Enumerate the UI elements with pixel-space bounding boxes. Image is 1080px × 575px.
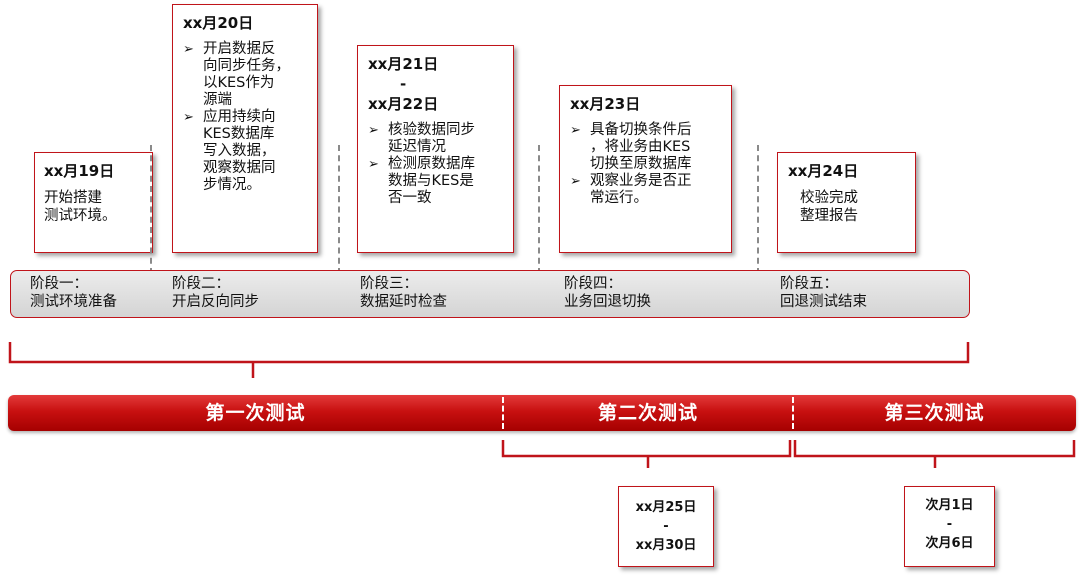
- callout-day21-22: xx月21日 - xx月22日 核验数据同步 延迟情况 检测原数据库 数据与KE…: [357, 45, 514, 253]
- bullet-line: 源端: [203, 92, 232, 108]
- phase-desc: 业务回退切换: [564, 294, 651, 310]
- callout-date: xx月23日: [570, 95, 641, 113]
- phase-5: 阶段五： 回退测试结束: [780, 275, 867, 311]
- callout-text-line: 校验完成: [800, 190, 858, 206]
- bullet-line: 应用持续向: [203, 109, 276, 125]
- bullet-item: 检测原数据库 数据与KES是 否一致: [368, 156, 503, 207]
- bullet-item: 观察业务是否正 常运行。: [570, 173, 721, 207]
- test-2-dates: xx月25日 - xx月30日: [618, 486, 714, 567]
- bullet-line: 具备切换条件后: [590, 122, 692, 138]
- bullet-line: 向同步任务，: [203, 58, 290, 74]
- phase-separator: [538, 145, 540, 315]
- callout-text: 开始搭建 测试环境。: [44, 189, 143, 225]
- phase-band: [10, 270, 970, 318]
- test-3-dates: 次月1日 - 次月6日: [904, 486, 995, 567]
- bullet-line: 否一致: [388, 190, 432, 206]
- first-test-brace: [8, 342, 970, 378]
- bullet-line: 写入数据，: [203, 143, 276, 159]
- date-line: -: [663, 519, 669, 534]
- bullet-item: 核验数据同步 延迟情况: [368, 122, 503, 156]
- test-divider: [792, 397, 794, 429]
- phase-separator: [757, 145, 759, 315]
- date-line: 次月1日: [925, 498, 974, 513]
- date-line: xx月25日: [635, 500, 697, 515]
- phase-desc: 数据延时检查: [360, 294, 447, 310]
- date-line: -: [946, 517, 953, 532]
- test-2-label: 第二次测试: [597, 402, 698, 424]
- callout-text-line: 测试环境。: [44, 208, 117, 224]
- callout-date-line: -: [400, 75, 407, 93]
- test-3-label: 第三次测试: [884, 402, 985, 424]
- bullet-item: 具备切换条件后 ，将业务由KES 切换至原数据库: [570, 122, 721, 173]
- test-1-label: 第一次测试: [205, 402, 306, 424]
- phase-desc: 测试环境准备: [30, 294, 117, 310]
- phase-1: 阶段一： 测试环境准备: [30, 275, 117, 311]
- date-line: 次月6日: [925, 536, 974, 551]
- callout-date-line: xx月22日: [368, 95, 439, 113]
- bullet-line: 延迟情况: [388, 139, 446, 155]
- phase-title: 阶段三：: [360, 276, 418, 292]
- date-line: xx月30日: [635, 538, 697, 553]
- callout-date: xx月24日: [788, 162, 859, 180]
- callout-day23: xx月23日 具备切换条件后 ，将业务由KES 切换至原数据库 观察业务是否正 …: [559, 85, 732, 253]
- bullet-line: 常运行。: [590, 190, 648, 206]
- phase-desc: 回退测试结束: [780, 294, 867, 310]
- callout-day24: xx月24日 校验完成 整理报告: [777, 152, 916, 253]
- bullet-line: 以KES作为: [203, 75, 275, 91]
- phase-4: 阶段四： 业务回退切换: [564, 275, 651, 311]
- phase-title: 阶段二：: [172, 276, 230, 292]
- bullet-item: 开启数据反 向同步任务， 以KES作为 源端: [183, 41, 307, 109]
- phase-separator: [338, 145, 340, 315]
- bullet-line: 切换至原数据库: [590, 156, 692, 172]
- phase-title: 阶段五：: [780, 276, 838, 292]
- bullet-line: 检测原数据库: [388, 156, 475, 172]
- callout-date: xx月19日: [44, 162, 115, 180]
- callout-bullets: 核验数据同步 延迟情况 检测原数据库 数据与KES是 否一致: [368, 122, 503, 207]
- test-divider: [502, 397, 504, 429]
- bullet-line: KES数据库: [203, 126, 275, 142]
- callout-text: 校验完成 整理报告: [788, 189, 905, 225]
- callout-bullets: 开启数据反 向同步任务， 以KES作为 源端 应用持续向 KES数据库 写入数据…: [183, 41, 307, 194]
- third-test-brace: [793, 440, 1076, 468]
- bullet-line: 开启数据反: [203, 41, 276, 57]
- bullet-line: 观察业务是否正: [590, 173, 692, 189]
- phase-separator: [150, 145, 152, 315]
- test-bar: 第一次测试 第二次测试 第三次测试: [8, 395, 1076, 431]
- bullet-item: 应用持续向 KES数据库 写入数据， 观察数据同 步情况。: [183, 109, 307, 194]
- bullet-line: 步情况。: [203, 177, 261, 193]
- callout-day20: xx月20日 开启数据反 向同步任务， 以KES作为 源端 应用持续向 KES数…: [172, 4, 318, 253]
- phase-2: 阶段二： 开启反向同步: [172, 275, 259, 311]
- callout-text-line: 开始搭建: [44, 190, 102, 206]
- callout-text-line: 整理报告: [800, 208, 858, 224]
- second-test-brace: [501, 440, 792, 468]
- phase-title: 阶段一：: [30, 276, 88, 292]
- bullet-line: ，将业务由KES: [590, 139, 691, 155]
- callout-day19: xx月19日 开始搭建 测试环境。: [34, 152, 153, 253]
- bullet-line: 核验数据同步: [388, 122, 475, 138]
- bullet-line: 数据与KES是: [388, 173, 474, 189]
- callout-bullets: 具备切换条件后 ，将业务由KES 切换至原数据库 观察业务是否正 常运行。: [570, 122, 721, 207]
- phase-desc: 开启反向同步: [172, 294, 259, 310]
- bullet-line: 观察数据同: [203, 160, 276, 176]
- callout-date: xx月21日 - xx月22日: [368, 54, 503, 114]
- phase-3: 阶段三： 数据延时检查: [360, 275, 447, 311]
- phase-title: 阶段四：: [564, 276, 622, 292]
- callout-date: xx月20日: [183, 14, 254, 32]
- callout-date-line: xx月21日: [368, 55, 439, 73]
